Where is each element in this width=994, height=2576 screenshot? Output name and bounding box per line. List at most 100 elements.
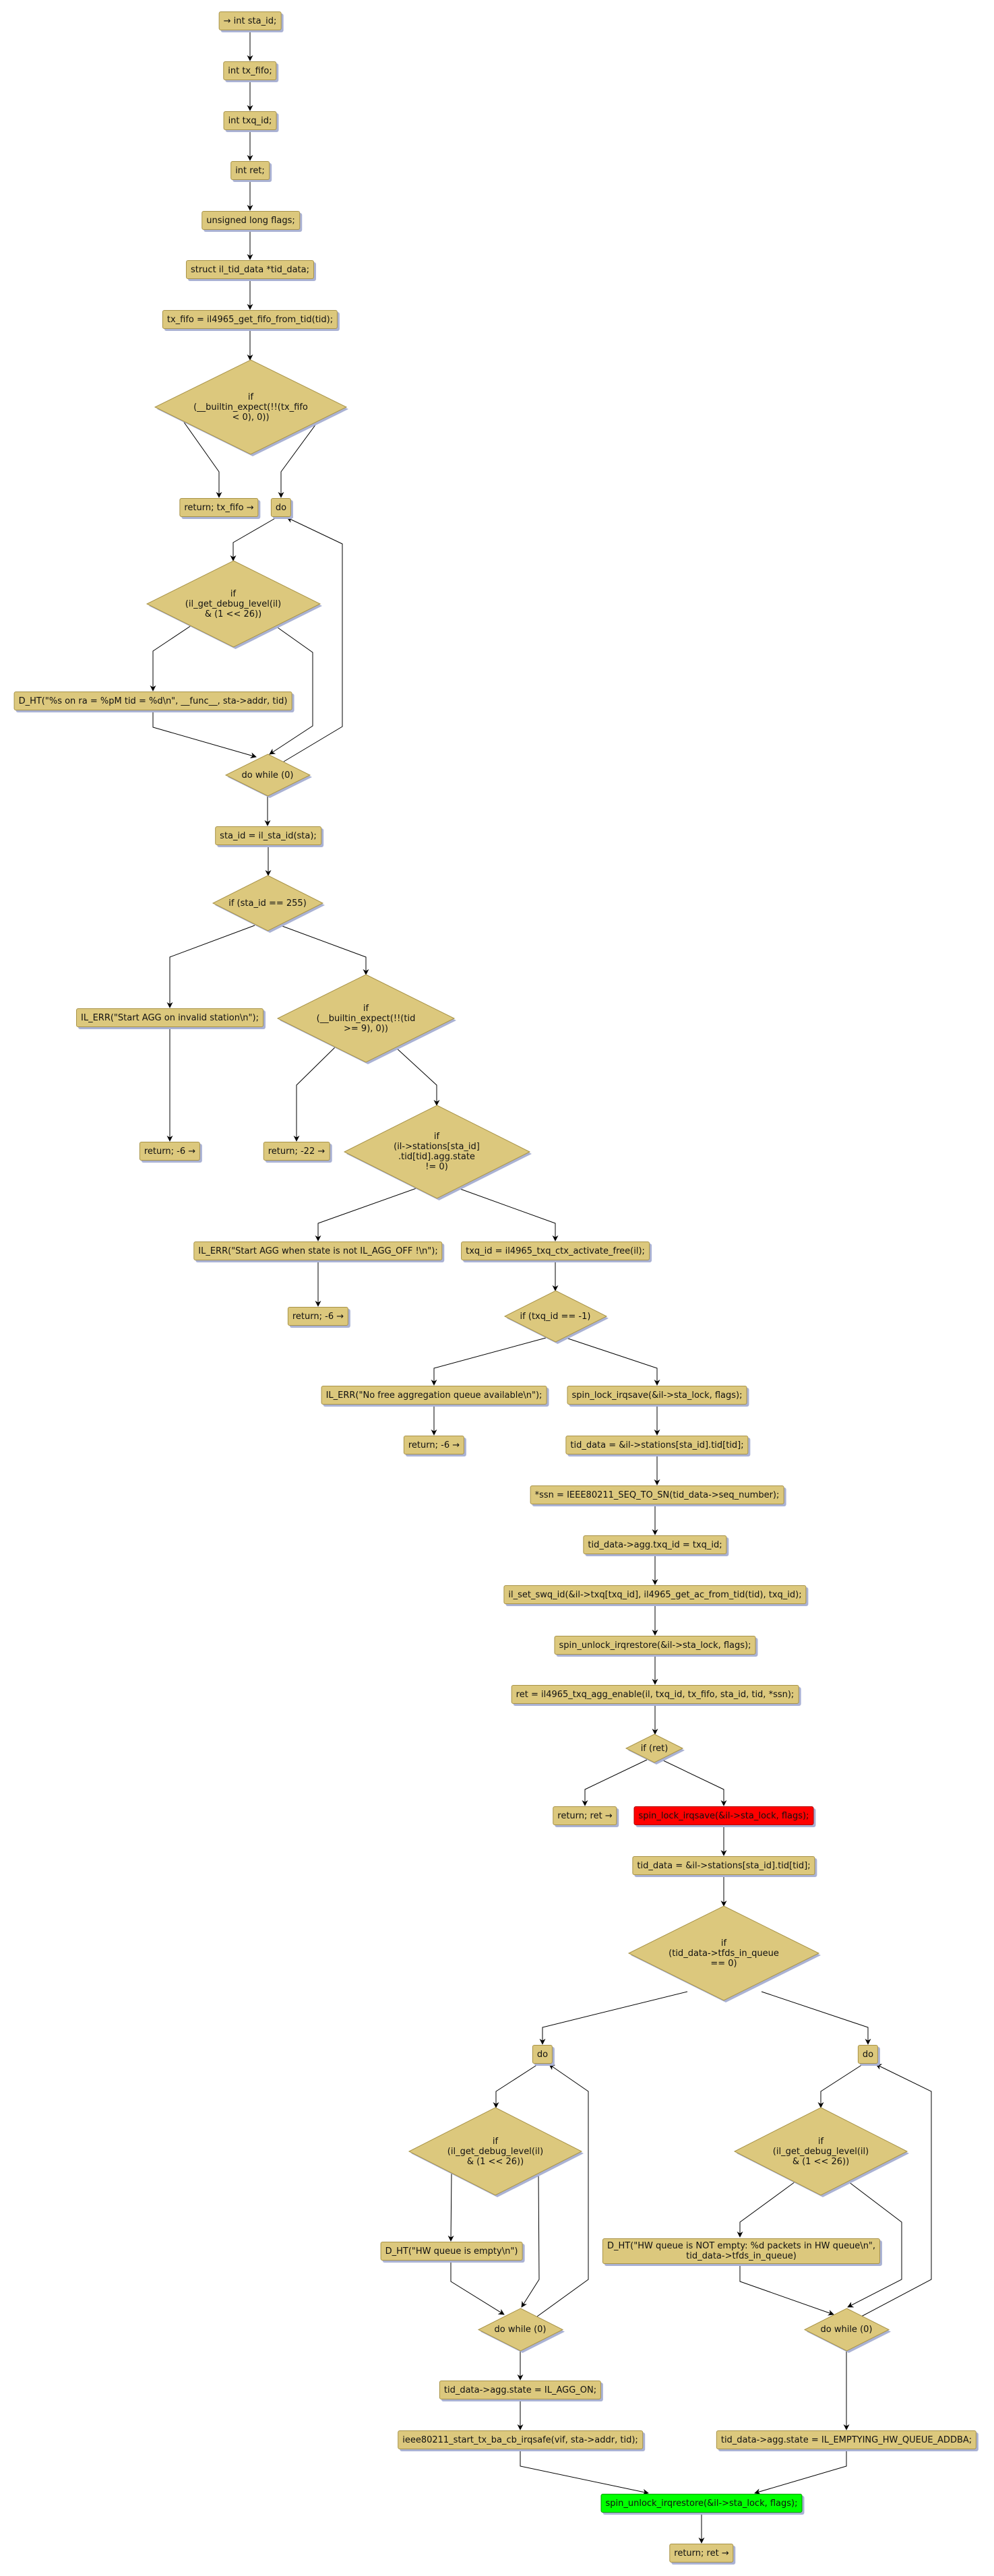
node-dht-not-empty: D_HT("HW queue is NOT empty: %d packets … <box>602 2238 881 2264</box>
node-spin-lock-1: spin_lock_irqsave(&il->sta_lock, flags); <box>567 1386 747 1405</box>
decision-label: if (il_get_debug_level(il) & (1 << 26)) <box>772 2136 869 2167</box>
diamond-shape <box>503 1290 609 1344</box>
flow-arrow <box>152 711 257 759</box>
flow-arrow <box>394 1046 440 1106</box>
node-tx-fifo-decl: int tx_fifo; <box>223 61 277 80</box>
decision-if-agg-state: if (il->stations[sta_id] .tid[tid].agg.s… <box>343 1105 532 1200</box>
flow-arrow <box>737 2181 796 2238</box>
node-do-left: do <box>532 2045 553 2064</box>
decision-do-while-right: do while (0) <box>803 2307 891 2353</box>
node-return-6-c: return; -6 → <box>403 1436 465 1454</box>
decision-label: do while (0) <box>820 2324 873 2335</box>
flow-arrow <box>230 517 277 561</box>
diamond-shape <box>276 974 456 1064</box>
flow-arrow <box>565 1337 660 1386</box>
flow-arrow <box>521 2173 540 2308</box>
node-do-right: do <box>857 2045 879 2064</box>
flow-arrow <box>450 2261 505 2315</box>
decision-label: do while (0) <box>241 770 294 780</box>
decision-label: if (il_get_debug_level(il) & (1 << 26)) <box>447 2136 544 2167</box>
diamond-fill <box>733 2107 908 2196</box>
flow-arrow <box>259 614 313 755</box>
node-agg-state-emptying: tid_data->agg.state = IL_EMPTYING_HW_QUE… <box>716 2430 977 2449</box>
flow-arrow <box>493 2064 538 2108</box>
node-tid-data-decl: struct il_tid_data *tid_data; <box>185 260 315 279</box>
node-tid-data-assign-2: tid_data = &il->stations[sta_id].tid[tid… <box>632 1856 815 1875</box>
flow-arrow <box>278 421 319 498</box>
node-txq-id-decl: int txq_id; <box>223 111 277 130</box>
flow-arrow <box>582 1759 648 1806</box>
flow-arrow <box>739 2265 834 2316</box>
node-return-tx-fifo: return; tx_fifo → <box>179 498 259 517</box>
diamond-shape <box>408 2107 584 2197</box>
flow-arrow <box>539 1991 688 2045</box>
decision-label: if (sta_id == 255) <box>228 898 307 909</box>
decision-label: if (tid_data->tfds_in_queue == 0) <box>669 1938 779 1969</box>
flow-arrow <box>283 517 343 762</box>
node-ssn-assign: *ssn = IEEE80211_SEQ_TO_SN(tid_data->seq… <box>530 1485 784 1504</box>
flow-arrow <box>847 2181 902 2308</box>
node-dht-1: D_HT("%s on ra = %pM tid = %d\n", __func… <box>13 692 292 710</box>
flow-arrow <box>536 2064 589 2317</box>
node-start-tx-ba-cb: ieee80211_start_tx_ba_cb_irqsafe(vif, st… <box>398 2430 643 2449</box>
decision-if-txq-id: if (txq_id == -1) <box>503 1290 609 1344</box>
flow-arrow <box>447 2173 454 2242</box>
node-do-1: do <box>270 498 292 517</box>
node-err-no-free-queue: IL_ERR("No free aggregation queue availa… <box>321 1386 547 1405</box>
diamond-fill <box>803 2307 890 2352</box>
node-spin-unlock-2: spin_unlock_irqrestore(&il->sta_lock, fl… <box>600 2494 803 2513</box>
decision-if-debug-1: if (il_get_debug_level(il) & (1 << 26)) <box>146 560 322 649</box>
decision-do-while-left: do while (0) <box>477 2307 565 2353</box>
diamond-shape <box>477 2307 565 2353</box>
flow-arrow <box>293 1046 336 1142</box>
node-sta-id-assign: sta_id = il_sta_id(sta); <box>215 826 321 845</box>
flow-arrow <box>166 925 255 1008</box>
diamond-fill <box>627 1905 820 2001</box>
diamond-fill <box>224 754 311 797</box>
decision-label: if (__builtin_expect(!!(tid >= 9), 0)) <box>316 1003 416 1034</box>
diamond-shape <box>212 875 325 933</box>
decision-label: if (ret) <box>640 1743 669 1754</box>
diamond-fill <box>276 974 456 1063</box>
flow-arrow <box>280 925 369 975</box>
flow-arrow <box>315 1188 417 1241</box>
node-ret-decl: int ret; <box>230 161 270 180</box>
diamond-fill <box>343 1105 530 1199</box>
decision-if-tx-fifo: if (__builtin_expect(!!(tx_fifo < 0), 0)… <box>154 359 348 456</box>
node-sta-id-decl: → int sta_id; <box>218 11 282 30</box>
flow-arrow <box>661 1759 727 1806</box>
decision-if-tid: if (__builtin_expect(!!(tid >= 9), 0)) <box>276 974 456 1064</box>
flow-arrow <box>817 2064 863 2108</box>
node-tx-fifo-assign: tx_fifo = il4965_get_fifo_from_tid(tid); <box>162 310 338 329</box>
decision-do-while-1: do while (0) <box>224 754 312 798</box>
node-spin-lock-2: spin_lock_irqsave(&il->sta_lock, flags); <box>633 1806 814 1825</box>
node-err-agg-off: IL_ERR("Start AGG when state is not IL_A… <box>193 1241 443 1260</box>
node-tid-data-assign-1: tid_data = &il->stations[sta_id].tid[tid… <box>565 1436 749 1454</box>
node-txq-id-assign: txq_id = il4965_txq_ctx_activate_free(il… <box>461 1241 650 1260</box>
diamond-shape <box>224 754 312 798</box>
node-agg-txq-id-assign: tid_data->agg.txq_id = txq_id; <box>583 1535 727 1554</box>
node-dht-empty: D_HT("HW queue is empty\n") <box>380 2242 523 2261</box>
node-ret-assign: ret = il4965_txq_agg_enable(il, txq_id, … <box>511 1685 799 1704</box>
node-spin-unlock-1: spin_unlock_irqrestore(&il->sta_lock, fl… <box>554 1636 756 1655</box>
diamond-shape <box>146 560 322 649</box>
diamond-shape <box>154 359 348 456</box>
node-return-ret-2: return; ret → <box>669 2544 734 2563</box>
flow-arrow <box>754 2450 847 2495</box>
decision-if-debug-left: if (il_get_debug_level(il) & (1 << 26)) <box>408 2107 584 2197</box>
node-err-invalid-station: IL_ERR("Start AGG on invalid station\n")… <box>76 1008 263 1027</box>
decision-if-sta-id: if (sta_id == 255) <box>212 875 325 933</box>
decision-label: if (il_get_debug_level(il) & (1 << 26)) <box>185 588 282 619</box>
decision-label: do while (0) <box>494 2324 547 2335</box>
node-return-22: return; -22 → <box>263 1142 330 1161</box>
decision-label: if (__builtin_expect(!!(tx_fifo < 0), 0)… <box>193 392 308 423</box>
diamond-shape <box>803 2307 891 2353</box>
decision-label: if (txq_id == -1) <box>520 1311 591 1322</box>
decision-if-debug-right: if (il_get_debug_level(il) & (1 << 26)) <box>733 2107 909 2197</box>
flow-arrow <box>861 2064 932 2317</box>
node-agg-state-on: tid_data->agg.state = IL_AGG_ON; <box>439 2381 602 2399</box>
node-return-6-b: return; -6 → <box>287 1307 349 1326</box>
flow-arrow <box>150 614 208 692</box>
